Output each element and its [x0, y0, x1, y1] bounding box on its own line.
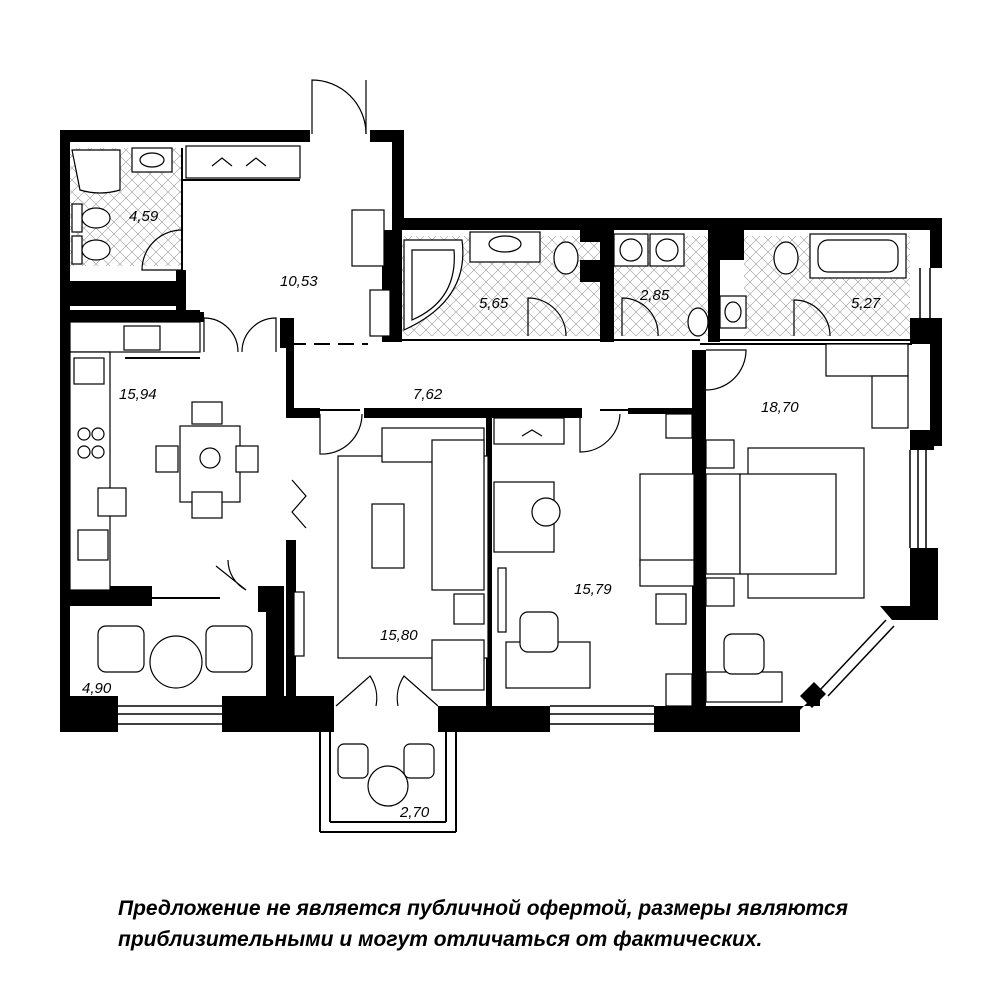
area-label-bathroom-2: 5,65 [479, 295, 509, 312]
walls [60, 130, 942, 732]
area-label-kitchen: 15,94 [119, 386, 157, 403]
area-label-corridor: 7,62 [413, 386, 443, 403]
area-label-bathroom-1: 4,59 [129, 208, 159, 225]
area-label-loggia-1: 4,90 [82, 680, 112, 697]
disclaimer-line-1: Предложение не является публичной оферто… [118, 897, 848, 920]
area-label-laundry: 2,85 [639, 287, 670, 304]
windows [118, 268, 931, 725]
disclaimer-line-2: приблизительными и могут отличаться от ф… [118, 928, 763, 951]
disclaimer: Предложение не является публичной оферто… [118, 893, 958, 955]
area-label-living-room: 15,80 [380, 627, 418, 644]
furniture [69, 145, 909, 807]
area-label-bedroom: 18,70 [761, 399, 799, 416]
doors [141, 79, 831, 707]
room-areas: 4,59 10,53 5,65 2,85 5,27 15,94 7,62 18,… [82, 208, 881, 821]
area-label-bathroom-3: 5,27 [851, 295, 881, 312]
area-label-loggia-2: 2,70 [399, 804, 430, 821]
area-label-study: 15,79 [574, 581, 612, 598]
area-label-hall: 10,53 [280, 273, 318, 290]
